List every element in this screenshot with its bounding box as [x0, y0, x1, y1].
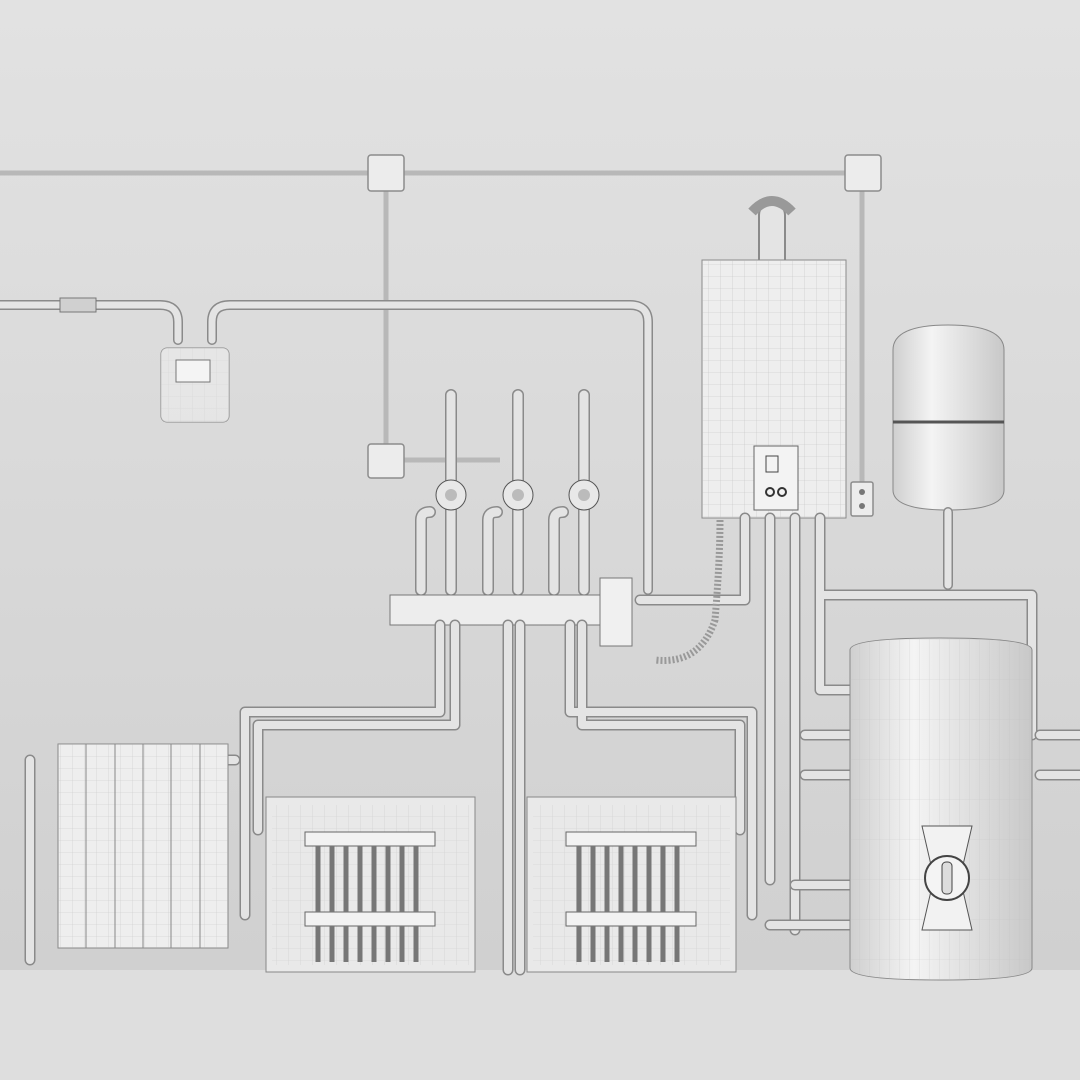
junction-box [367, 443, 405, 479]
underfloor-manifold-left [265, 796, 476, 973]
wall-boiler [701, 196, 847, 519]
electrical-conduit [0, 154, 882, 517]
junction-box [367, 154, 405, 192]
expansion-tank [892, 324, 1005, 590]
hot-water-cylinder [849, 637, 1033, 981]
junction-box [844, 154, 882, 192]
floor [0, 970, 1080, 1080]
hydraulic-separator [599, 577, 633, 647]
underfloor-manifold-right [526, 796, 737, 973]
boiler-control-panel [753, 445, 799, 511]
gas-meter [160, 347, 230, 423]
gas-pipe [0, 297, 653, 595]
heating-pipes [24, 512, 1080, 976]
electrical-socket [850, 481, 874, 517]
radiator [57, 743, 229, 949]
gas-valve [59, 297, 97, 313]
pump-group [389, 389, 633, 647]
